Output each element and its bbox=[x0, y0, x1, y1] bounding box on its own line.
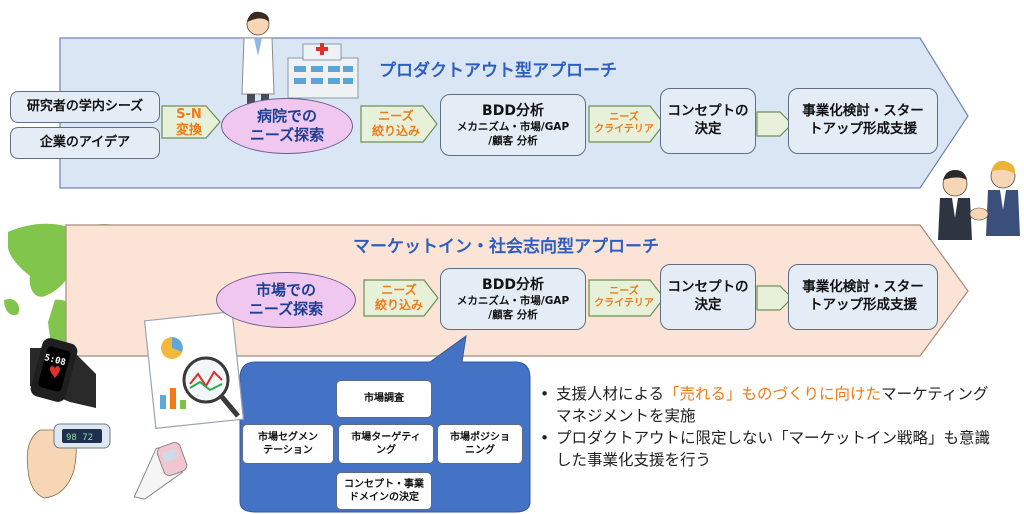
targeting-line2: ング bbox=[376, 445, 396, 456]
bottom-bdd-title: BDD分析 bbox=[482, 276, 544, 293]
bottom-ellipse-line2: ニーズ探索 bbox=[248, 300, 324, 318]
bottom-arrow-criteria bbox=[588, 279, 665, 317]
top-bdd-box: BDD分析 メカニズム・市場/GAP /顧客 分析 bbox=[440, 94, 586, 156]
business-handshake-icon bbox=[938, 160, 1020, 240]
bottom-final-box: 事業化検討・スター トアップ形成支援 bbox=[788, 264, 938, 330]
bottom-needs-line1: ニーズ bbox=[381, 283, 417, 297]
bottom-bdd-line2: /顧客 分析 bbox=[488, 309, 538, 322]
bottom-band-title: マーケットイン・社会志向型アプローチ bbox=[353, 237, 659, 257]
callout-market-research: 市場調査 bbox=[336, 380, 432, 418]
svg-text:98 72: 98 72 bbox=[66, 433, 93, 443]
top-ellipse-line2: ニーズ探索 bbox=[249, 126, 325, 144]
bottom-market-needs-ellipse: 市場での ニーズ探索 bbox=[216, 272, 356, 328]
top-criteria-line1: ニーズ bbox=[609, 111, 639, 123]
smartwatch-icon bbox=[30, 338, 96, 408]
bullet-dot: • bbox=[540, 429, 550, 447]
bullet-item-market-in: • プロダクトアウトに限定しない「マーケットイン戦略」も意識 した事業化支援を行… bbox=[538, 427, 1018, 471]
top-arrow-concept bbox=[756, 111, 793, 137]
top-sn-label: S-N 変換 bbox=[163, 106, 215, 138]
thermometer-icon bbox=[133, 441, 188, 500]
top-concept-box: コンセプトの 決定 bbox=[660, 88, 756, 154]
bottom-criteria-label: ニーズ クライテリア bbox=[590, 282, 658, 314]
positioning-line1: 市場ポジショ bbox=[450, 431, 510, 443]
hospital-icon bbox=[287, 43, 359, 99]
segmentation-line2: テーション bbox=[263, 445, 313, 456]
bottom-criteria-line2: クライテリア bbox=[594, 298, 654, 309]
bottom-concept-box: コンセプトの 決定 bbox=[660, 264, 756, 330]
bottom-arrow-concept bbox=[756, 285, 793, 311]
top-concept-line1: コンセプトの bbox=[667, 103, 749, 120]
bullet-1-pre: 支援人材による bbox=[556, 385, 665, 403]
callout-positioning: 市場ポジショ ニング bbox=[437, 424, 523, 464]
top-criteria-label: ニーズ クライテリア bbox=[590, 108, 658, 140]
top-bdd-title: BDD分析 bbox=[482, 102, 544, 119]
source-research-label: 研究者の学内シーズ bbox=[26, 98, 144, 114]
top-final-line2: トアップ形成支援 bbox=[809, 121, 917, 137]
domain-line1: コンセプト・事業 bbox=[344, 478, 424, 490]
targeting-line1: 市場ターゲティ bbox=[351, 431, 421, 443]
top-sn-line1: S-N bbox=[176, 106, 202, 122]
bullet-2-line2: した事業化支援を行う bbox=[556, 451, 712, 469]
source-box-research-seeds: 研究者の学内シーズ bbox=[10, 91, 160, 123]
top-criteria-line2: クライテリア bbox=[594, 124, 654, 135]
top-final-box: 事業化検討・スター トアップ形成支援 bbox=[788, 88, 938, 154]
bullet-1-highlight: 「売れる」ものづくりに向けた bbox=[664, 385, 882, 403]
top-bdd-line2: /顧客 分析 bbox=[488, 135, 538, 148]
pulse-oximeter-icon: 98 72 bbox=[26, 423, 111, 499]
bottom-needs-narrow-label: ニーズ 絞り込み bbox=[365, 282, 433, 314]
top-sn-line2: 変換 bbox=[175, 123, 202, 138]
segmentation-line1: 市場セグメン bbox=[258, 431, 318, 443]
top-ellipse-line1: 病院での bbox=[256, 106, 317, 125]
top-needs-narrow-label: ニーズ 絞り込み bbox=[362, 108, 430, 140]
top-hospital-needs-ellipse: 病院での ニーズ探索 bbox=[221, 98, 353, 154]
top-bdd-line1: メカニズム・市場/GAP bbox=[456, 120, 570, 133]
top-arrow-criteria bbox=[588, 105, 665, 143]
doctor-icon bbox=[241, 11, 275, 106]
bottom-concept-line1: コンセプトの bbox=[667, 279, 749, 296]
top-final-line1: 事業化検討・スター bbox=[802, 103, 924, 120]
top-band-title: プロダクトアウト型アプローチ bbox=[379, 61, 617, 81]
summary-bullets: • 支援人材による「売れる」ものづくりに向けたマーケティング マネジメントを実施… bbox=[538, 383, 1018, 471]
analytics-report-icon bbox=[143, 311, 245, 429]
bullet-dot: • bbox=[540, 385, 550, 403]
market-research-label: 市場調査 bbox=[364, 393, 404, 405]
top-concept-line2: 決定 bbox=[694, 121, 722, 137]
bottom-final-line1: 事業化検討・スター bbox=[802, 279, 924, 296]
top-needs-line2: 絞り込み bbox=[371, 124, 420, 138]
bullet-1-post: マーケティング bbox=[881, 385, 989, 403]
bottom-concept-line2: 決定 bbox=[694, 297, 722, 313]
bullet-1-line2: マネジメントを実施 bbox=[556, 407, 696, 425]
bottom-bdd-box: BDD分析 メカニズム・市場/GAP /顧客 分析 bbox=[440, 268, 586, 330]
top-arrow-needs bbox=[360, 105, 438, 143]
bullet-1-line1: 支援人材による「売れる」ものづくりに向けたマーケティング bbox=[556, 383, 1018, 405]
bullet-2-line1: プロダクトアウトに限定しない「マーケットイン戦略」も意識 bbox=[556, 429, 991, 447]
source-company-label: 企業のアイデア bbox=[39, 134, 131, 150]
bullet-item-marketing: • 支援人材による「売れる」ものづくりに向けたマーケティング マネジメントを実施 bbox=[538, 383, 1018, 427]
callout-segmentation: 市場セグメン テーション bbox=[242, 424, 334, 464]
callout-domain-decision: コンセプト・事業 ドメインの決定 bbox=[336, 472, 432, 510]
bottom-criteria-line1: ニーズ bbox=[609, 285, 639, 297]
bottom-final-line2: トアップ形成支援 bbox=[809, 297, 917, 313]
top-needs-line1: ニーズ bbox=[378, 109, 414, 123]
positioning-line2: ニング bbox=[465, 445, 495, 456]
bottom-arrow-needs bbox=[363, 279, 439, 317]
top-arrow-sn bbox=[161, 105, 221, 139]
bottom-needs-line2: 絞り込み bbox=[374, 298, 423, 312]
callout-targeting: 市場ターゲティ ング bbox=[338, 424, 434, 464]
domain-line2: ドメインの決定 bbox=[349, 492, 419, 503]
bottom-ellipse-line1: 市場での bbox=[255, 280, 316, 299]
source-box-company-ideas: 企業のアイデア bbox=[10, 127, 160, 159]
bottom-bdd-line1: メカニズム・市場/GAP bbox=[456, 294, 570, 307]
